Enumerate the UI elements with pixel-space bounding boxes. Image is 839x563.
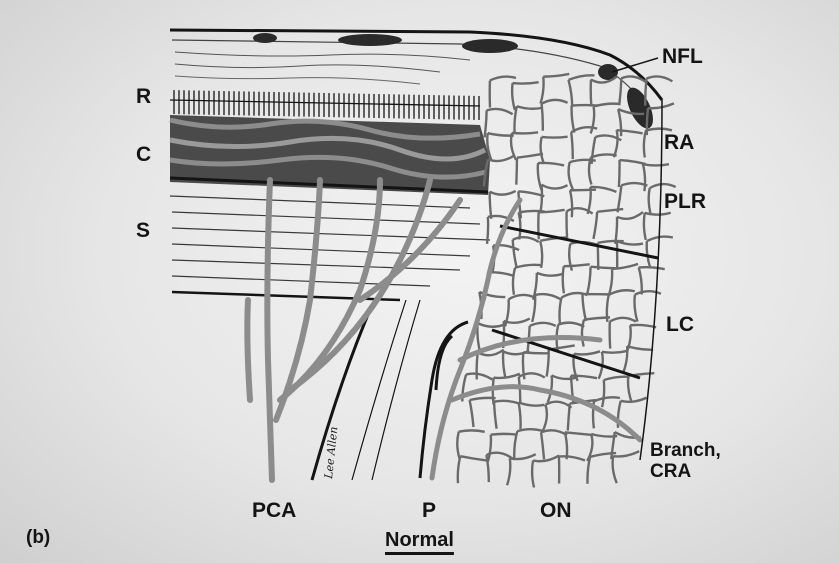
label-sclera: S (136, 220, 150, 241)
label-branch-cra: Branch, CRA (650, 440, 721, 483)
figure-caption: Normal (385, 530, 454, 550)
photoreceptor-layer (170, 90, 480, 120)
label-posterior-ciliary-artery: PCA (252, 500, 296, 521)
label-optic-nerve: ON (540, 500, 572, 521)
sclera-layer (170, 196, 490, 300)
label-branch-line1: Branch, (650, 440, 721, 461)
label-retinal-artery: RA (664, 132, 694, 153)
choroid-layer (170, 115, 490, 195)
label-choroid: C (136, 144, 151, 165)
panel-tag: (b) (26, 528, 50, 547)
posterior-ciliary-arteries (247, 180, 460, 480)
label-lamina-cribrosa: LC (666, 314, 694, 335)
nerve-fiber-layer (170, 30, 662, 132)
label-retina: R (136, 86, 151, 107)
label-pia: P (422, 500, 436, 521)
label-prelaminar-region: PLR (664, 191, 706, 212)
label-nerve-fiber-layer: NFL (662, 46, 703, 67)
label-branch-line2: CRA (650, 461, 721, 482)
